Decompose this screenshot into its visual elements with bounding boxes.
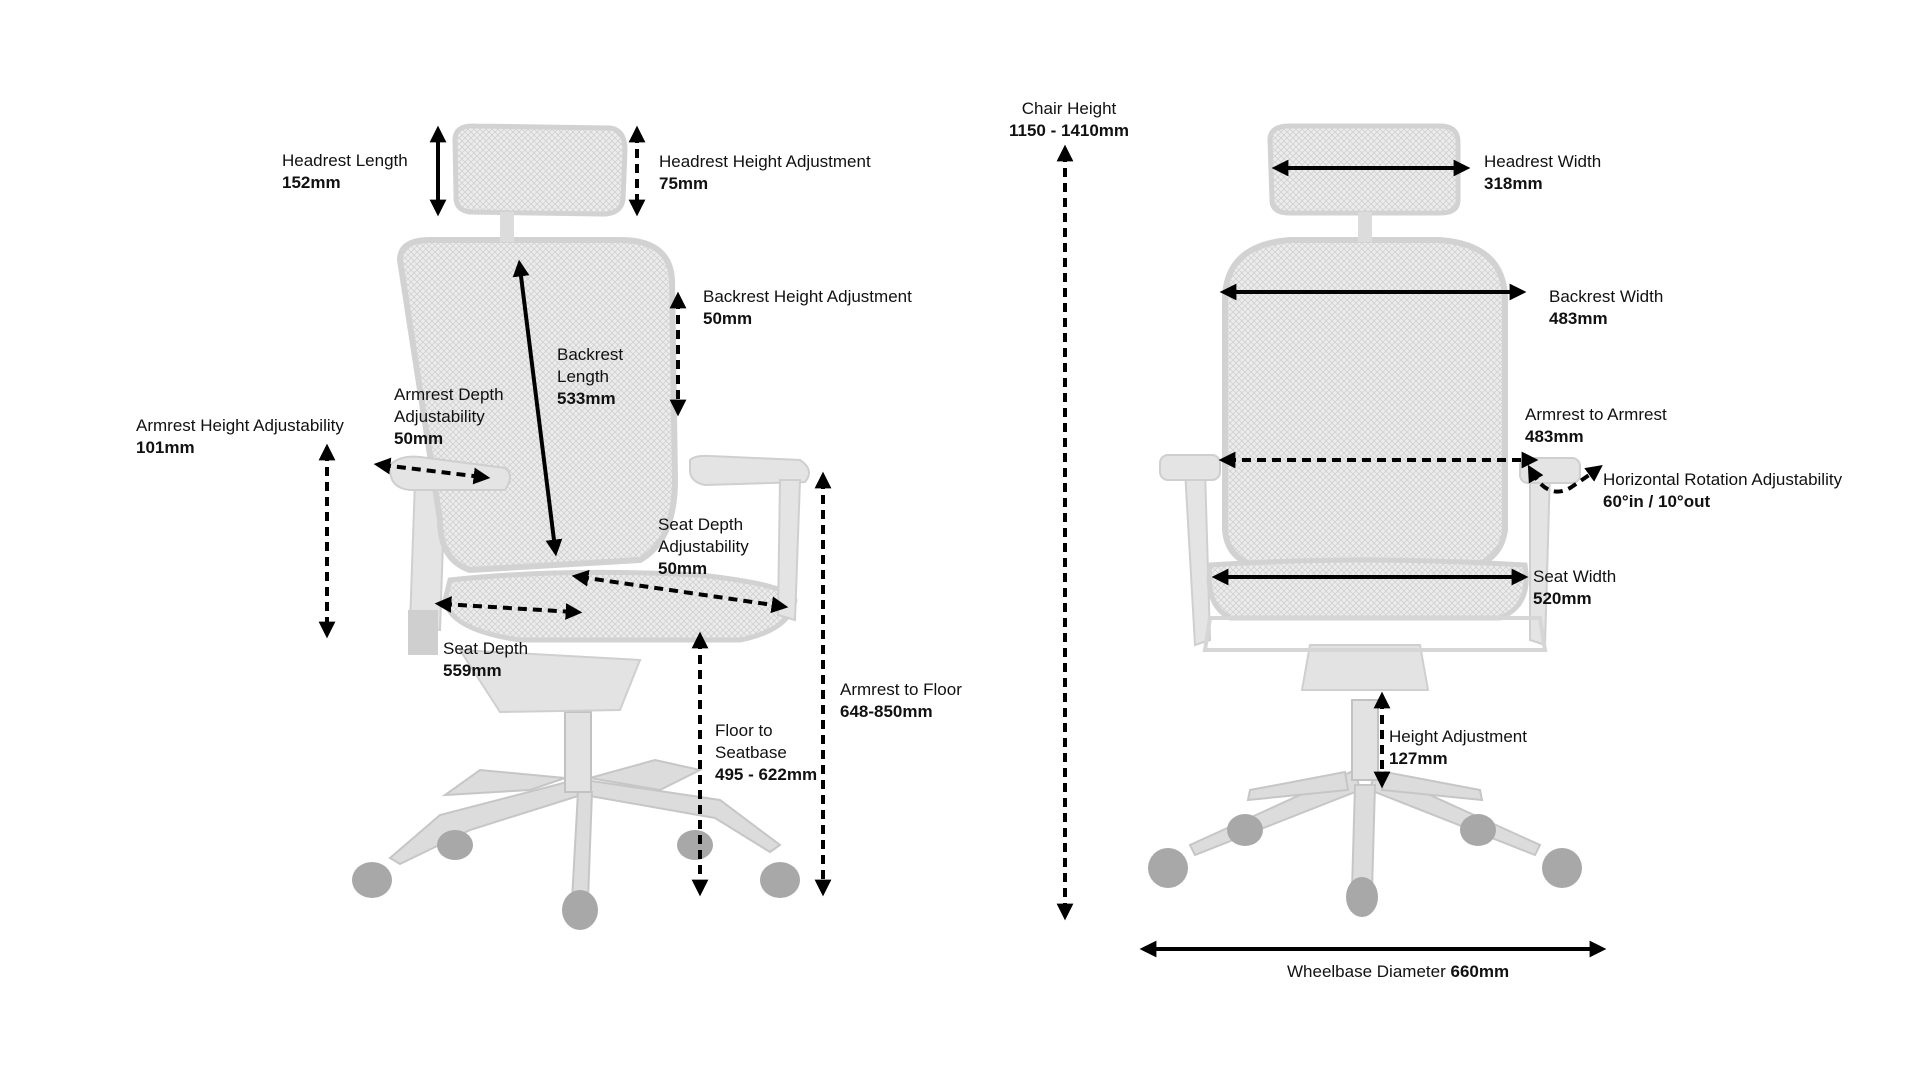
seat-depth-arrow xyxy=(434,596,583,620)
front-view-chair xyxy=(1148,123,1582,917)
wheelbase-diameter-label: Wheelbase Diameter 660mm xyxy=(1287,962,1510,981)
backrest-length-arrow xyxy=(512,259,563,557)
seat-depth-adjustability-arrow xyxy=(571,569,789,614)
armrest-depth-adjustability-arrow xyxy=(373,457,491,485)
horizontal-rotation-arrow xyxy=(1527,464,1603,494)
